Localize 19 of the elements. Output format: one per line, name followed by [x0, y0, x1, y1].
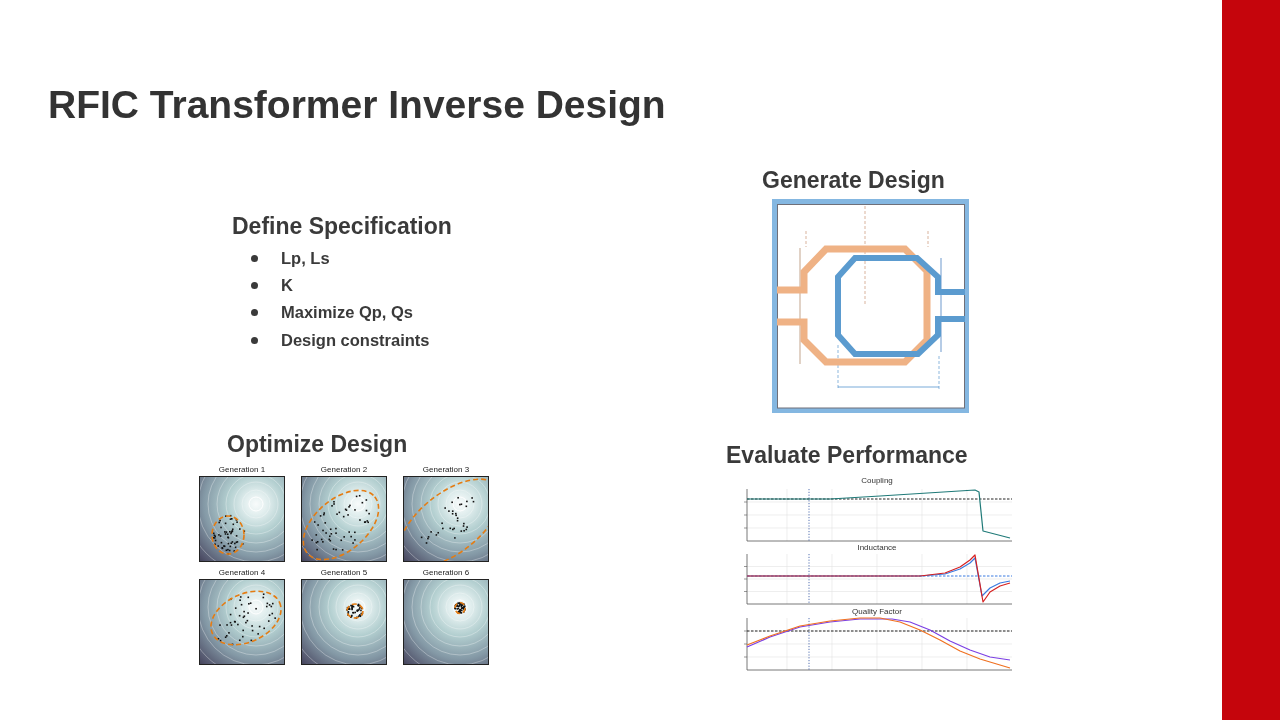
- plot-title: Generation 2: [320, 465, 368, 475]
- list-item: K: [281, 275, 293, 295]
- list-item: Lp, Ls: [281, 248, 330, 268]
- plot-title: Generation 1: [218, 465, 266, 475]
- section-heading: Define Specification: [232, 212, 452, 240]
- slide-title: RFIC Transformer Inverse Design: [48, 82, 666, 128]
- side-bar: [1222, 0, 1280, 720]
- section-heading: Generate Design: [762, 166, 945, 194]
- plot-title: Generation 4: [218, 568, 266, 578]
- section-heading: Evaluate Performance: [726, 441, 968, 469]
- list-item: Design constraints: [281, 330, 430, 350]
- plot-title: Generation 5: [320, 568, 368, 578]
- plot-title: Generation 3: [422, 465, 470, 475]
- chart-title: Coupling: [861, 476, 893, 486]
- chart-title: Quality Factor: [852, 606, 902, 617]
- list-item: Maximize Qp, Qs: [281, 302, 414, 322]
- chart-title: Inductance: [857, 542, 897, 553]
- section-heading: Optimize Design: [227, 430, 408, 458]
- plot-title: Generation 6: [422, 568, 470, 578]
